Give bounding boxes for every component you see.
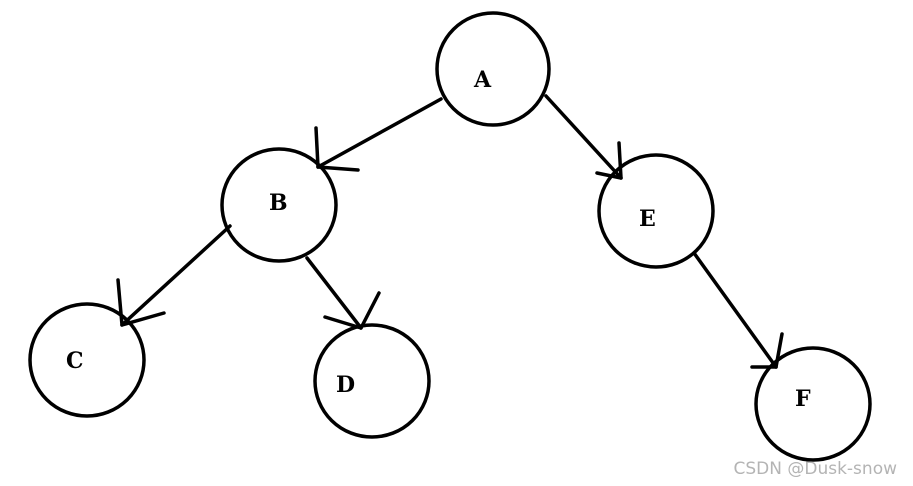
node-label: E (639, 206, 656, 232)
node-circle (28, 302, 146, 418)
edge-line (692, 251, 778, 369)
node-label: C (66, 348, 84, 374)
edge-a-b (314, 97, 443, 172)
node-circle (220, 147, 338, 263)
node-label: A (473, 67, 492, 93)
node-e: E (597, 153, 715, 269)
node-d: D (313, 323, 431, 439)
node-label: B (269, 190, 288, 216)
node-b: B (220, 147, 338, 263)
arrowhead-icon (116, 278, 166, 327)
node-a: A (435, 11, 551, 127)
edge-a-e (544, 94, 623, 180)
node-label: D (336, 372, 355, 398)
edges-layer (116, 94, 784, 369)
edge-e-f (692, 251, 784, 369)
arrowhead-icon (750, 332, 784, 369)
node-circle (313, 323, 431, 439)
node-circle (754, 346, 872, 462)
node-label: F (795, 386, 811, 412)
edge-line (305, 256, 363, 330)
edge-line (120, 224, 232, 327)
nodes-layer: A B C D E F (28, 11, 872, 462)
edge-line (316, 97, 443, 169)
arrowhead-icon (323, 291, 381, 330)
watermark-text: CSDN @Dusk-snow (733, 459, 897, 479)
node-circle (597, 153, 715, 269)
node-c: C (28, 302, 146, 418)
node-circle (435, 11, 551, 127)
edge-b-c (116, 224, 232, 327)
edge-b-d (305, 256, 381, 330)
node-f: F (754, 346, 872, 462)
arrowhead-icon (314, 126, 360, 172)
edge-line (544, 94, 623, 180)
arrowhead-icon (595, 141, 623, 180)
